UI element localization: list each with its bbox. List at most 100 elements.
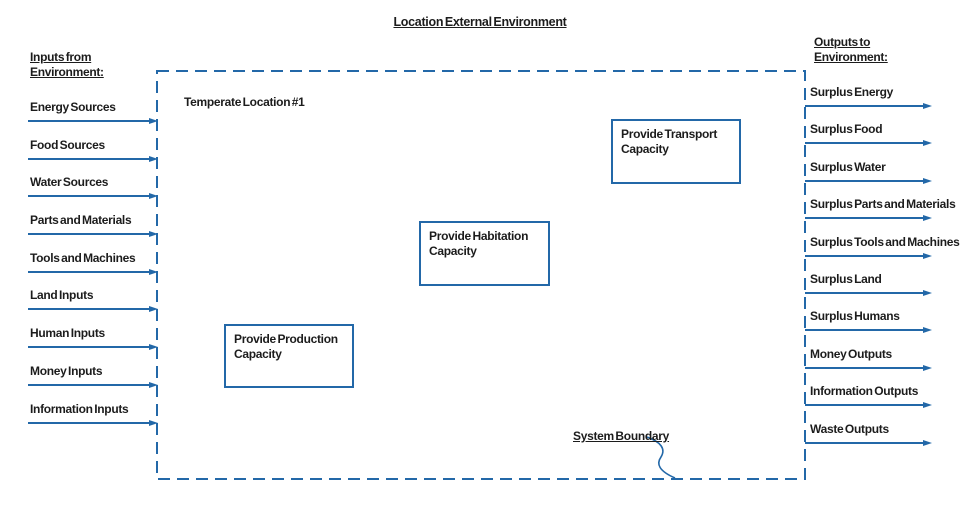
function-box-production: Provide Production Capacity bbox=[224, 324, 354, 388]
arrow-head-icon bbox=[149, 269, 158, 275]
input-arrow bbox=[28, 269, 158, 277]
inputs-heading: Inputs from Environment: bbox=[30, 50, 104, 79]
arrow-head-icon bbox=[149, 231, 158, 237]
input-label: Land Inputs bbox=[30, 288, 94, 302]
system-name-label: Temperate Location #1 bbox=[184, 95, 305, 109]
arrow-head-icon bbox=[149, 344, 158, 350]
output-label: Surplus Land bbox=[810, 272, 882, 286]
arrow-head-icon bbox=[149, 306, 158, 312]
arrow-head-icon bbox=[923, 327, 932, 333]
output-arrow bbox=[805, 140, 932, 148]
input-row-parts-materials: Parts and Materials bbox=[28, 213, 160, 239]
input-arrow bbox=[28, 382, 158, 390]
input-row-food-sources: Food Sources bbox=[28, 138, 160, 164]
input-arrow bbox=[28, 231, 158, 239]
output-label: Surplus Tools and Machines bbox=[810, 235, 960, 249]
output-row-surplus-humans: Surplus Humans bbox=[805, 309, 935, 333]
arrow-head-icon bbox=[149, 420, 158, 426]
arrow-shaft bbox=[28, 422, 149, 424]
output-arrow bbox=[805, 440, 932, 448]
output-label: Surplus Parts and Materials bbox=[810, 197, 956, 211]
arrow-shaft bbox=[28, 195, 149, 197]
input-label: Human Inputs bbox=[30, 326, 105, 340]
arrow-head-icon bbox=[149, 156, 158, 162]
input-arrow bbox=[28, 420, 158, 428]
input-arrow bbox=[28, 193, 158, 201]
output-row-surplus-energy: Surplus Energy bbox=[805, 85, 935, 109]
arrow-shaft bbox=[805, 217, 923, 219]
input-label: Food Sources bbox=[30, 138, 105, 152]
function-box-transport: Provide Transport Capacity bbox=[611, 119, 741, 184]
arrow-shaft bbox=[805, 142, 923, 144]
input-label: Water Sources bbox=[30, 175, 109, 189]
input-row-human-inputs: Human Inputs bbox=[28, 326, 160, 352]
output-arrow bbox=[805, 365, 932, 373]
arrow-shaft bbox=[805, 180, 923, 182]
arrow-head-icon bbox=[149, 382, 158, 388]
arrow-head-icon bbox=[923, 365, 932, 371]
arrow-head-icon bbox=[923, 215, 932, 221]
output-row-surplus-land: Surplus Land bbox=[805, 272, 935, 296]
arrow-shaft bbox=[28, 308, 149, 310]
arrow-shaft bbox=[28, 271, 149, 273]
input-row-money-inputs: Money Inputs bbox=[28, 364, 160, 390]
function-box-habitation: Provide Habitation Capacity bbox=[419, 221, 550, 286]
output-row-surplus-tools-machines: Surplus Tools and Machines bbox=[805, 235, 960, 261]
output-arrow bbox=[805, 327, 932, 335]
arrow-head-icon bbox=[923, 290, 932, 296]
arrow-shaft bbox=[805, 255, 923, 257]
arrow-shaft bbox=[28, 233, 149, 235]
output-arrow bbox=[805, 290, 932, 298]
arrow-shaft bbox=[805, 367, 923, 369]
output-label: Waste Outputs bbox=[810, 422, 889, 436]
input-arrow bbox=[28, 344, 158, 352]
arrow-head-icon bbox=[149, 118, 158, 124]
outputs-heading: Outputs to Environment: bbox=[814, 35, 888, 64]
arrow-shaft bbox=[28, 346, 149, 348]
output-row-information-outputs: Information Outputs bbox=[805, 384, 935, 408]
arrow-head-icon bbox=[923, 402, 932, 408]
arrow-head-icon bbox=[923, 140, 932, 146]
arrow-shaft bbox=[805, 105, 923, 107]
input-arrow bbox=[28, 156, 158, 164]
output-label: Surplus Water bbox=[810, 160, 886, 174]
arrow-shaft bbox=[805, 329, 923, 331]
output-row-surplus-water: Surplus Water bbox=[805, 160, 935, 184]
input-row-energy-sources: Energy Sources bbox=[28, 100, 160, 126]
arrow-head-icon bbox=[923, 440, 932, 446]
input-row-information-inputs: Information Inputs bbox=[28, 402, 160, 428]
output-label: Money Outputs bbox=[810, 347, 892, 361]
input-row-water-sources: Water Sources bbox=[28, 175, 160, 201]
output-row-money-outputs: Money Outputs bbox=[805, 347, 935, 371]
page-title: Location External Environment bbox=[393, 15, 567, 29]
input-label: Information Inputs bbox=[30, 402, 129, 416]
output-arrow bbox=[805, 253, 932, 261]
output-arrow bbox=[805, 402, 932, 410]
output-arrow bbox=[805, 215, 932, 223]
input-row-land-inputs: Land Inputs bbox=[28, 288, 160, 314]
input-arrow bbox=[28, 118, 158, 126]
output-row-surplus-food: Surplus Food bbox=[805, 122, 935, 146]
arrow-shaft bbox=[28, 120, 149, 122]
input-label: Tools and Machines bbox=[30, 251, 136, 265]
arrow-shaft bbox=[805, 442, 923, 444]
output-row-waste-outputs: Waste Outputs bbox=[805, 422, 935, 446]
arrow-head-icon bbox=[923, 103, 932, 109]
input-label: Money Inputs bbox=[30, 364, 103, 378]
arrow-shaft bbox=[805, 292, 923, 294]
system-boundary-pointer-line bbox=[646, 436, 676, 479]
arrow-head-icon bbox=[923, 178, 932, 184]
input-label: Energy Sources bbox=[30, 100, 116, 114]
output-arrow bbox=[805, 178, 932, 186]
output-label: Information Outputs bbox=[810, 384, 919, 398]
output-label: Surplus Humans bbox=[810, 309, 900, 323]
input-arrow bbox=[28, 306, 158, 314]
system-boundary-label: System Boundary bbox=[573, 429, 670, 443]
output-label: Surplus Energy bbox=[810, 85, 893, 99]
output-row-surplus-parts-materials: Surplus Parts and Materials bbox=[805, 197, 956, 223]
output-label: Surplus Food bbox=[810, 122, 883, 136]
arrow-shaft bbox=[805, 404, 923, 406]
arrow-head-icon bbox=[923, 253, 932, 259]
input-label: Parts and Materials bbox=[30, 213, 132, 227]
